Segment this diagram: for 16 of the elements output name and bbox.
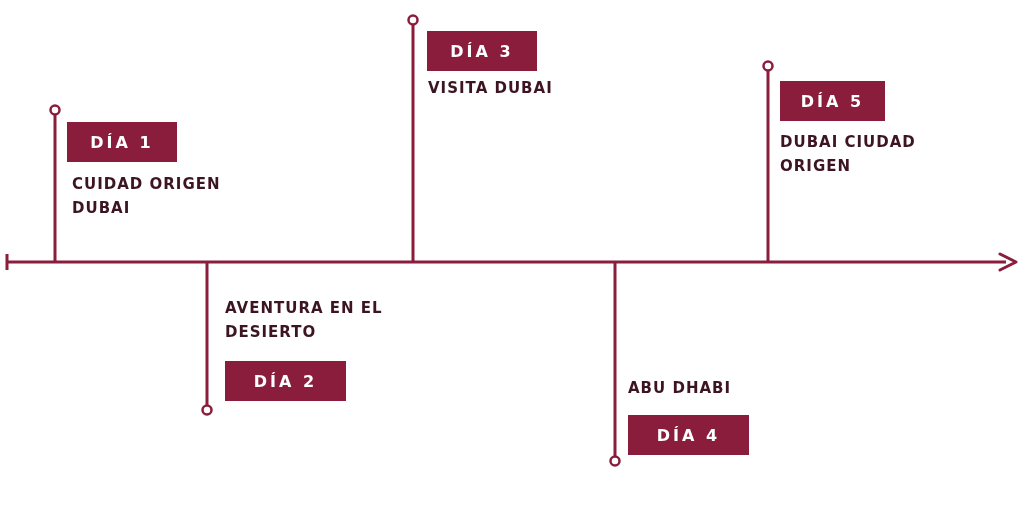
pin-line — [201, 262, 213, 416]
pin-line — [609, 262, 621, 467]
pin-line — [762, 60, 774, 262]
day-label: DÍA 2 — [225, 361, 346, 401]
day-description: CUIDAD ORIGEN DUBAI — [72, 174, 222, 219]
timeline-axis — [5, 252, 1018, 272]
pin-line — [407, 14, 419, 262]
day-label: DÍA 3 — [427, 31, 537, 71]
day-label: DÍA 5 — [780, 81, 885, 121]
day-description: DUBAI CIUDAD ORIGEN — [780, 132, 917, 177]
day-description: ABU DHABI — [628, 378, 733, 399]
day-description: VISITA DUBAI — [428, 78, 554, 99]
day-label: DÍA 4 — [628, 415, 749, 455]
day-description: AVENTURA EN EL DESIERTO — [225, 298, 384, 343]
day-label: DÍA 1 — [67, 122, 177, 162]
pin-line — [49, 104, 61, 262]
